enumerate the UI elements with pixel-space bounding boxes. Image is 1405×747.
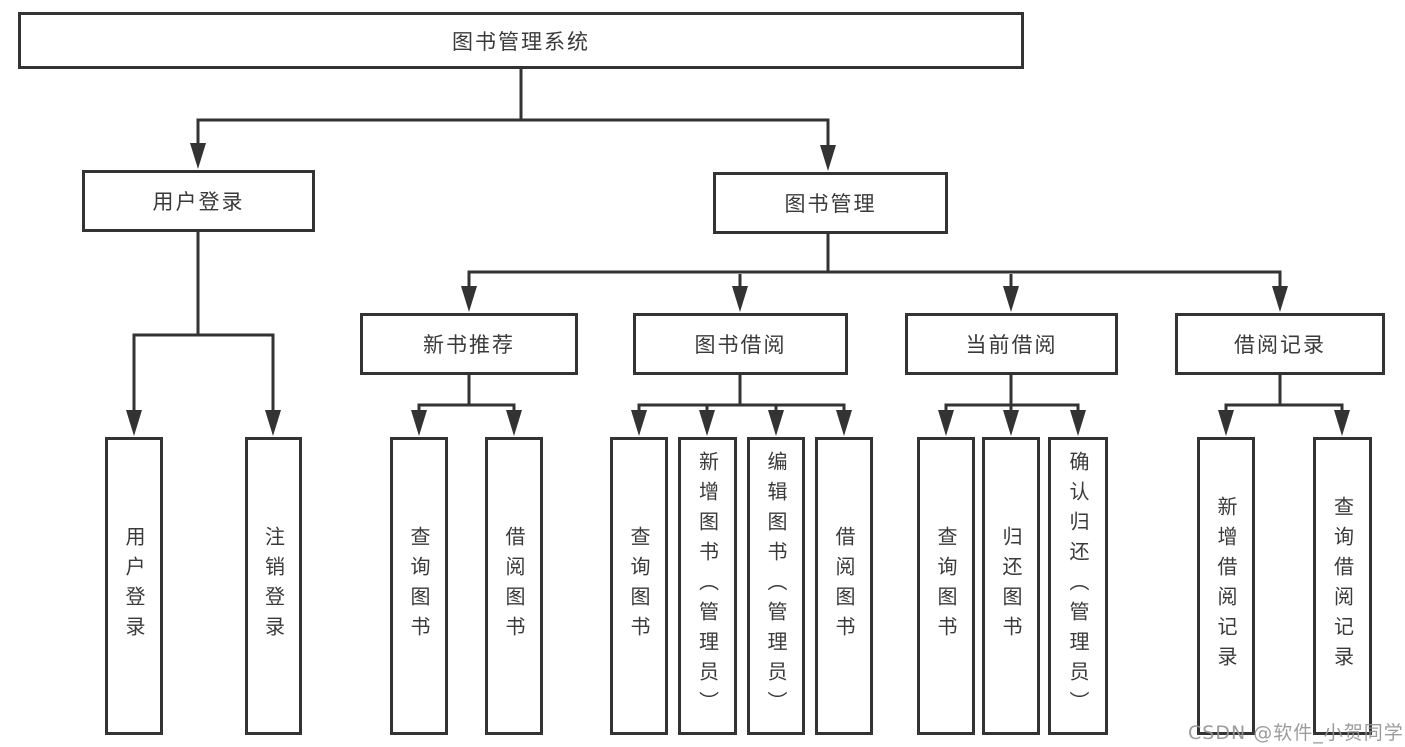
node-leaf-query-book-3: 查询图书 bbox=[917, 437, 975, 735]
watermark: CSDN @软件_小贺同学 bbox=[1188, 722, 1404, 744]
node-leaf-borrow-book-2: 借阅图书 bbox=[815, 437, 873, 735]
node-new-book-recommend: 新书推荐 bbox=[360, 313, 578, 375]
node-leaf-return-book: 归还图书 bbox=[982, 437, 1040, 735]
node-current-borrow: 当前借阅 bbox=[905, 313, 1118, 375]
node-leaf-add-book-admin: 新增图书（管理员） bbox=[678, 437, 737, 735]
node-leaf-add-borrow-record: 新增借阅记录 bbox=[1197, 437, 1255, 735]
node-book-management: 图书管理 bbox=[713, 172, 948, 234]
node-borrow-records: 借阅记录 bbox=[1175, 313, 1385, 375]
node-root: 图书管理系统 bbox=[18, 12, 1024, 69]
node-leaf-query-borrow-record: 查询借阅记录 bbox=[1313, 437, 1372, 735]
node-leaf-logout: 注销登录 bbox=[245, 437, 302, 735]
node-leaf-confirm-return-admin: 确认归还（管理员） bbox=[1048, 437, 1108, 735]
node-user-login: 用户登录 bbox=[82, 170, 315, 232]
node-leaf-edit-book-admin: 编辑图书（管理员） bbox=[747, 437, 805, 735]
node-book-borrow: 图书借阅 bbox=[633, 313, 848, 375]
node-leaf-user-login: 用户登录 bbox=[105, 437, 163, 735]
node-leaf-borrow-book-1: 借阅图书 bbox=[485, 437, 543, 735]
node-leaf-query-book-2: 查询图书 bbox=[610, 437, 668, 735]
node-leaf-query-book-1: 查询图书 bbox=[390, 437, 448, 735]
